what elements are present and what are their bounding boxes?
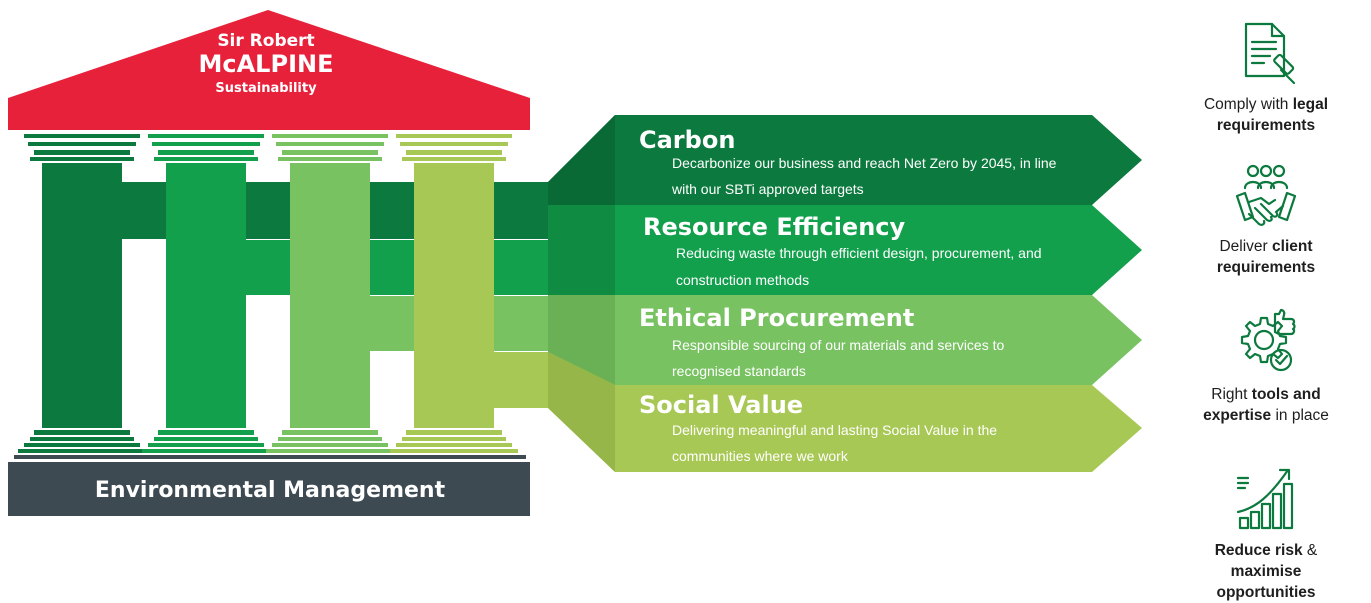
roof-title-line1: Sir Robert <box>217 31 314 51</box>
arrow-title-carbon: Carbon <box>639 126 735 154</box>
arrow-desc-social-line1: Delivering meaningful and lasting Social… <box>672 422 997 438</box>
arrow-desc-resource-line2: construction methods <box>676 272 809 288</box>
arrow-desc-ethical-line1: Responsible sourcing of our materials an… <box>672 337 1004 353</box>
roof-title-line2: McALPINE <box>199 50 334 78</box>
benefit-tools: Right tools and expertise in place <box>1181 308 1351 426</box>
temple-architrave <box>8 98 530 130</box>
benefit-client: Deliver client requirements <box>1181 162 1351 278</box>
arrow-carbon <box>548 115 1142 205</box>
pillar-resource <box>142 134 270 453</box>
temple-roof <box>8 10 530 98</box>
arrow-title-ethical: Ethical Procurement <box>639 304 914 332</box>
roof-subtitle: Sustainability <box>215 81 317 96</box>
temple-plinth-top <box>14 455 526 459</box>
temple-base <box>8 462 530 516</box>
gear-thumbs-up-icon <box>1240 308 1296 372</box>
arrow-title-social: Social Value <box>639 391 803 419</box>
benefit-legal: Comply with legal requirements <box>1181 20 1351 136</box>
benefit-risk: Reduce risk & maximise opportunities <box>1181 466 1351 603</box>
arrow-title-resource: Resource Efficiency <box>643 213 906 241</box>
pillar-ethical <box>266 134 394 453</box>
handshake-icon <box>1235 164 1297 226</box>
legal-document-icon <box>1244 22 1296 85</box>
arrow-desc-carbon-line1: Decarbonize our business and reach Net Z… <box>672 155 1057 171</box>
growth-chart-icon <box>1236 468 1294 530</box>
arrow-resource <box>548 205 1142 295</box>
arrow-social <box>548 352 1142 472</box>
arrow-desc-ethical-line2: recognised standards <box>672 363 806 379</box>
pillar-social <box>390 134 518 453</box>
arrow-ethical <box>548 295 1142 385</box>
base-label: Environmental Management <box>95 478 446 503</box>
arrow-desc-carbon-line2: with our SBTi approved targets <box>671 181 864 197</box>
sustainability-temple-diagram: Sir Robert McALPINE Sustainability <box>8 10 1142 516</box>
pillar-carbon <box>18 134 146 453</box>
arrow-desc-resource-line1: Reducing waste through efficient design,… <box>676 245 1042 261</box>
arrow-desc-social-line2: communities where we work <box>672 448 849 464</box>
